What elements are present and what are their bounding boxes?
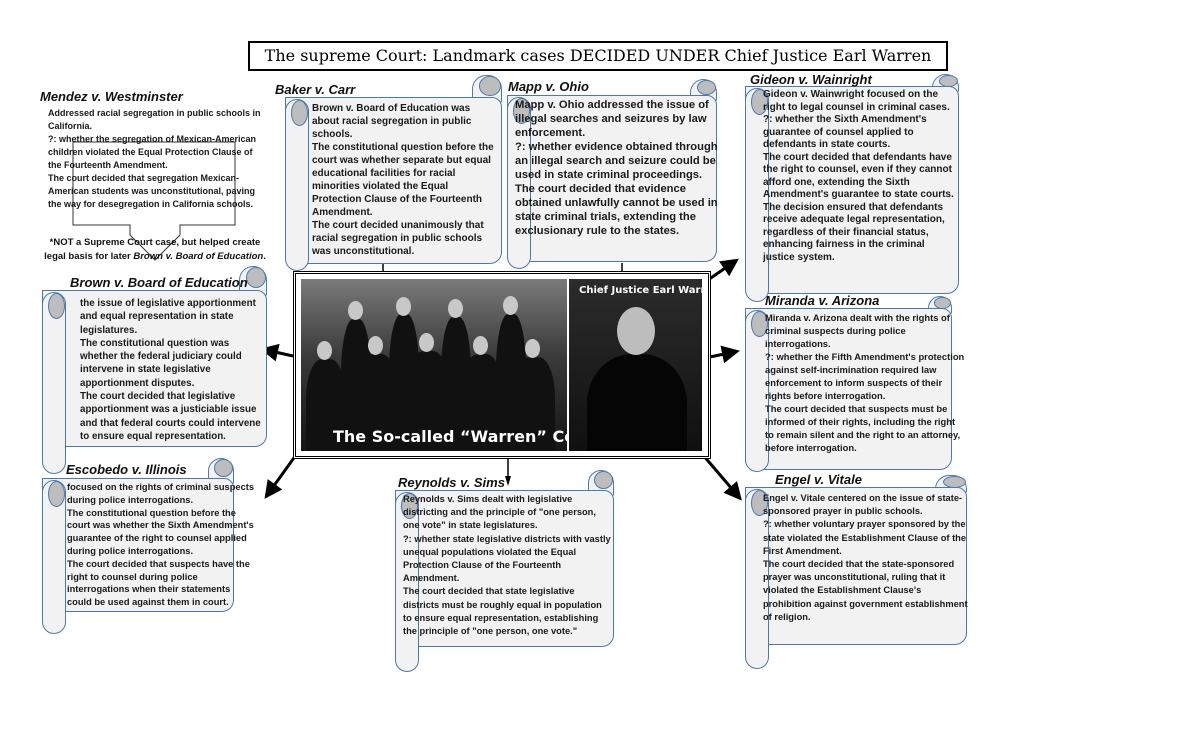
scroll-body: [285, 97, 502, 264]
case-text-baker: Brown v. Board of Education was about ra…: [312, 103, 494, 257]
earl-warren-portrait: Chief Justice Earl Warren: [569, 279, 702, 451]
image-caption: The So-called “Warren” Court: [333, 427, 567, 446]
case-text-gideon: Gideon v. Wainwright focused on the righ…: [763, 89, 954, 263]
mendez-note: *NOT a Supreme Court case, but helped cr…: [40, 236, 270, 264]
case-title-reynolds: Reynolds v. Sims: [398, 475, 505, 490]
page-title: The supreme Court: Landmark cases DECIDE…: [248, 41, 948, 71]
scroll-body: [42, 478, 234, 612]
arrow-to-brown: [260, 343, 294, 362]
note-prefix: *NOT a Supreme Court case, but helped cr…: [44, 237, 261, 262]
arrow-to-engel: [701, 454, 742, 501]
case-title-engel: Engel v. Vitale: [775, 472, 862, 487]
case-title-gideon: Gideon v. Wainright: [750, 72, 872, 87]
scroll-body: [745, 308, 952, 470]
case-title-baker: Baker v. Carr: [275, 82, 356, 97]
scroll-body: [745, 86, 959, 294]
case-title-escobedo: Escobedo v. Illinois: [66, 462, 187, 477]
case-title-brown: Brown v. Board of Education: [70, 275, 248, 290]
scroll-roll: [745, 489, 769, 669]
scroll-body: [745, 487, 967, 645]
case-text-engel: Engel v. Vitale centered on the issue of…: [763, 493, 968, 622]
scroll-roll: [285, 99, 309, 271]
scroll-roll: [42, 292, 66, 474]
warren-court-image: The So-called “Warren” Court Chief Justi…: [293, 271, 711, 459]
note-case: Brown v. Board of Education: [133, 251, 264, 262]
case-text-miranda: Miranda v. Arizona dealt with the rights…: [765, 312, 965, 453]
callout-shape: [72, 141, 236, 261]
scroll-roll: [42, 480, 66, 634]
case-text-mapp: Mapp v. Ohio addressed the issue of ille…: [515, 99, 718, 237]
case-title-miranda: Miranda v. Arizona: [765, 293, 880, 308]
case-text-reynolds: Reynolds v. Sims dealt with legislative …: [403, 494, 611, 637]
case-text-escobedo: focused on the rights of criminal suspec…: [67, 482, 255, 608]
scroll-roll: [395, 492, 419, 672]
case-title-mapp: Mapp v. Ohio: [508, 79, 589, 94]
scroll-roll: [507, 97, 531, 269]
scroll-body: [42, 290, 267, 447]
case-text-brown: the issue of legislative apportionment a…: [80, 298, 261, 442]
court-group-photo: The So-called “Warren” Court: [301, 279, 567, 451]
scroll-roll: [745, 310, 769, 472]
case-text-mendez: Addressed racial segregation in public s…: [48, 108, 261, 209]
note-suffix: .: [263, 251, 266, 262]
arrow-to-escobedo: [264, 454, 298, 499]
case-title-mendez: Mendez v. Westminster: [40, 89, 183, 104]
scroll-roll: [745, 88, 769, 302]
scroll-body: [395, 490, 614, 647]
scroll-body: [507, 95, 717, 262]
portrait-label: Chief Justice Earl Warren: [579, 285, 702, 296]
